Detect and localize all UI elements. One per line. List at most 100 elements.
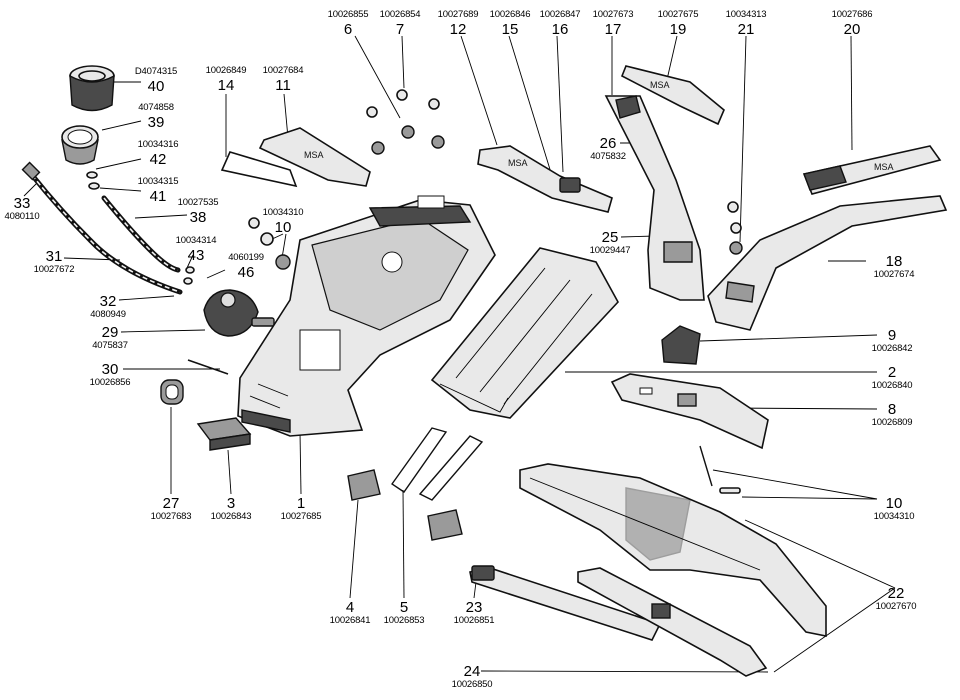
callout-31: 31 10027672	[34, 249, 75, 275]
callout-19: 10027675 19	[658, 10, 699, 37]
item-number-24: 24	[463, 663, 481, 680]
item-number-17: 17	[604, 20, 622, 38]
item-number-19: 19	[669, 20, 687, 38]
part-number-39: 4074858	[138, 102, 174, 113]
callout-29: 29 4075837	[92, 325, 128, 351]
chest-strap: MSA	[802, 145, 942, 195]
part-number-7: 10026854	[379, 9, 421, 20]
item-number-1: 1	[296, 495, 306, 512]
item-number-16: 16	[551, 20, 569, 38]
cylinder-bracket	[661, 325, 701, 365]
item-number-41: 41	[149, 187, 167, 205]
item-number-18: 18	[885, 253, 903, 270]
item-number-29: 29	[101, 324, 119, 341]
part-number-29: 4075837	[92, 340, 128, 351]
callout-10-lower: 10 10034310	[874, 496, 915, 522]
part-number-14: 10026849	[205, 65, 247, 76]
pressure-reducer	[203, 289, 275, 337]
callout-38: 10027535 38	[178, 198, 219, 225]
valve-handwheel	[69, 65, 115, 112]
callout-9: 9 10026842	[872, 328, 913, 354]
nuts-and-bolts	[366, 89, 445, 155]
item-number-33: 33	[13, 195, 31, 212]
callout-40: D4074315 40	[135, 67, 177, 94]
item-number-30: 30	[101, 361, 119, 378]
brand-mark-12: MSA	[508, 158, 528, 168]
part-number-6: 10026855	[327, 9, 369, 20]
part-number-46: 4060199	[228, 252, 264, 263]
hose-clip-plate: MSA	[258, 127, 371, 187]
callout-27: 27 10027683	[151, 496, 192, 522]
callout-4: 4 10026841	[330, 600, 371, 626]
part-number-42: 10034316	[137, 139, 179, 150]
callout-14: 10026849 14	[206, 66, 247, 93]
shoulder-strap-left	[604, 95, 705, 301]
part-number-32: 4080949	[90, 309, 126, 320]
part-number-12: 10027689	[437, 9, 479, 20]
callout-17: 10027673 17	[593, 10, 634, 37]
callout-8: 8 10026809	[872, 402, 913, 428]
item-number-25: 25	[601, 229, 619, 246]
part-number-31: 10027672	[33, 264, 75, 275]
callout-43: 10034314 43	[176, 236, 217, 263]
item-number-8: 8	[887, 401, 897, 418]
callout-33: 33 4080110	[5, 196, 40, 222]
callout-12: 10027689 12	[438, 10, 479, 37]
item-number-21: 21	[737, 20, 755, 38]
item-number-7: 7	[395, 20, 405, 38]
part-number-2: 10026840	[871, 380, 913, 391]
part-number-10-lower: 10034310	[873, 511, 915, 522]
part-number-41: 10034315	[137, 176, 179, 187]
brand-mark-19: MSA	[650, 80, 670, 90]
item-number-42: 42	[149, 150, 167, 168]
waist-belt-pad	[519, 463, 827, 637]
item-number-2: 2	[887, 364, 897, 381]
small-fittings	[187, 217, 291, 375]
item-number-5: 5	[399, 599, 409, 616]
item-number-12: 12	[449, 20, 467, 38]
part-number-4: 10026841	[329, 615, 371, 626]
part-number-10-upper: 10034310	[262, 207, 304, 218]
item-number-11: 11	[275, 76, 291, 94]
part-number-43: 10034314	[175, 235, 217, 246]
brand-mark-20: MSA	[874, 162, 894, 172]
gauge-hose	[101, 195, 181, 273]
part-number-22: 10027670	[875, 601, 917, 612]
item-number-40: 40	[147, 77, 165, 95]
part-number-15: 10026846	[489, 9, 531, 20]
item-number-23: 23	[465, 599, 483, 616]
part-number-8: 10026809	[871, 417, 913, 428]
callout-23: 23 10026851	[454, 600, 495, 626]
item-number-32: 32	[99, 293, 117, 310]
item-number-9: 9	[887, 327, 897, 344]
item-number-10-lower: 10	[885, 495, 903, 512]
callout-2: 2 10026840	[872, 365, 913, 391]
callout-41: 10034315 41	[138, 177, 179, 204]
item-number-3: 3	[226, 495, 236, 512]
callout-7: 10026854 7	[380, 10, 421, 37]
part-number-23: 10026851	[453, 615, 495, 626]
part-number-21: 10034313	[725, 9, 767, 20]
part-number-30: 10026856	[89, 377, 131, 388]
part-number-9: 10026842	[871, 343, 913, 354]
cover-wire	[220, 151, 298, 188]
callout-24: 24 10026850	[452, 664, 493, 690]
part-number-40: D4074315	[134, 66, 178, 77]
item-number-15: 15	[501, 20, 519, 38]
callout-10-upper: 10034310 10	[263, 208, 304, 235]
part-number-26: 4075832	[590, 151, 626, 162]
callout-6: 10026855 6	[328, 10, 369, 37]
part-number-33: 4080110	[4, 211, 40, 222]
strap-fasteners	[727, 201, 743, 255]
part-number-27: 10027683	[150, 511, 192, 522]
item-number-22: 22	[887, 585, 905, 602]
callout-16: 10026847 16	[540, 10, 581, 37]
callout-25: 25 10029447	[590, 230, 631, 256]
item-number-14: 14	[217, 76, 235, 94]
part-number-25: 10029447	[589, 245, 631, 256]
waist-strap: MSA	[477, 145, 613, 213]
part-number-24: 10026850	[451, 679, 493, 690]
callout-26: 26 4075832	[590, 136, 626, 162]
callout-32: 32 4080949	[90, 294, 126, 320]
